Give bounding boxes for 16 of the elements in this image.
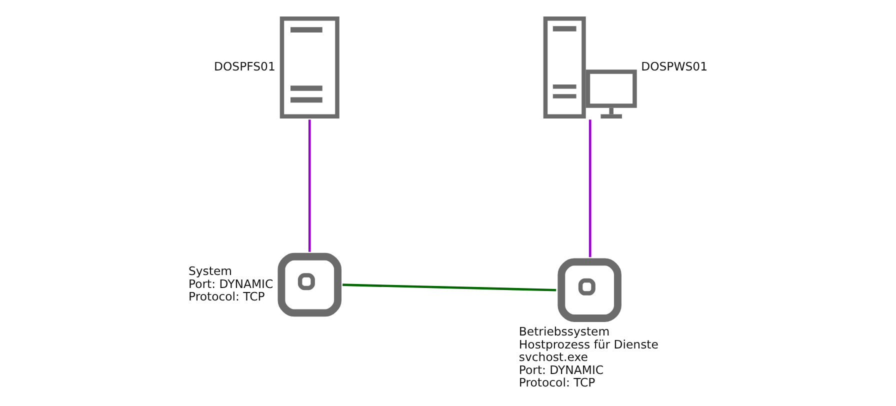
node-picture [280,16,340,119]
node-label: Protocol: TCP [188,290,265,304]
node-label: Port: DYNAMIC [518,362,604,377]
node-label: DOSPWS01 [641,60,708,74]
node-label: Betriebssystem [518,324,610,339]
node-picture [278,252,342,317]
node-label: DOSPFS01 [214,60,276,74]
node-label: Protocol: TCP [518,376,596,390]
connector [588,120,592,258]
connector [308,120,311,252]
node-label: System [188,264,232,278]
node-label: Hostprozess für Dienste [518,337,658,352]
node-label: svchost.exe [518,350,588,364]
connector [342,284,556,292]
node-picture [558,258,622,322]
node-label: Port: DYNAMIC [188,276,274,291]
